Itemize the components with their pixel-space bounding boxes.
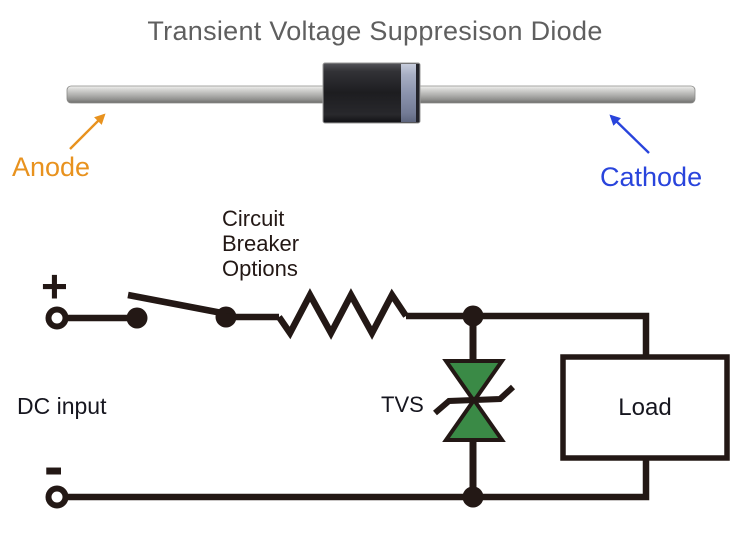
circuit-schematic xyxy=(45,288,730,509)
switch-blade xyxy=(127,291,223,317)
circuit-breaker-options-label: Circuit Breaker Options xyxy=(222,206,300,281)
tvs-label: TVS xyxy=(381,392,424,417)
cathode-arrow xyxy=(609,114,650,154)
tvs-bottom-triangle xyxy=(442,396,506,442)
tvs-top-triangle xyxy=(442,359,506,405)
negative-terminal-circle xyxy=(45,485,69,509)
diode-body-right-edge xyxy=(416,64,420,122)
wire-top-rail-right xyxy=(406,312,650,357)
resistor xyxy=(276,288,409,340)
cathode-label: Cathode xyxy=(600,162,703,192)
bottom-junction-dot xyxy=(462,486,484,508)
anode-label: Anode xyxy=(12,152,91,182)
dc-input-label: DC input xyxy=(17,393,107,419)
diode-body xyxy=(322,62,421,124)
tvs-crossbar xyxy=(433,384,516,416)
plus-terminal-label: + xyxy=(41,260,68,312)
diode-cathode-band xyxy=(401,64,416,122)
minus-terminal-label: - xyxy=(44,434,64,499)
positive-terminal-circle xyxy=(45,306,69,330)
diode-component-figure xyxy=(66,62,696,124)
page-title: Transient Voltage Suppresison Diode xyxy=(147,16,603,46)
wire-bottom-rail xyxy=(66,458,650,501)
load-label: Load xyxy=(618,393,672,421)
switch-contact-left-dot xyxy=(126,307,148,329)
anode-arrow xyxy=(69,113,106,150)
